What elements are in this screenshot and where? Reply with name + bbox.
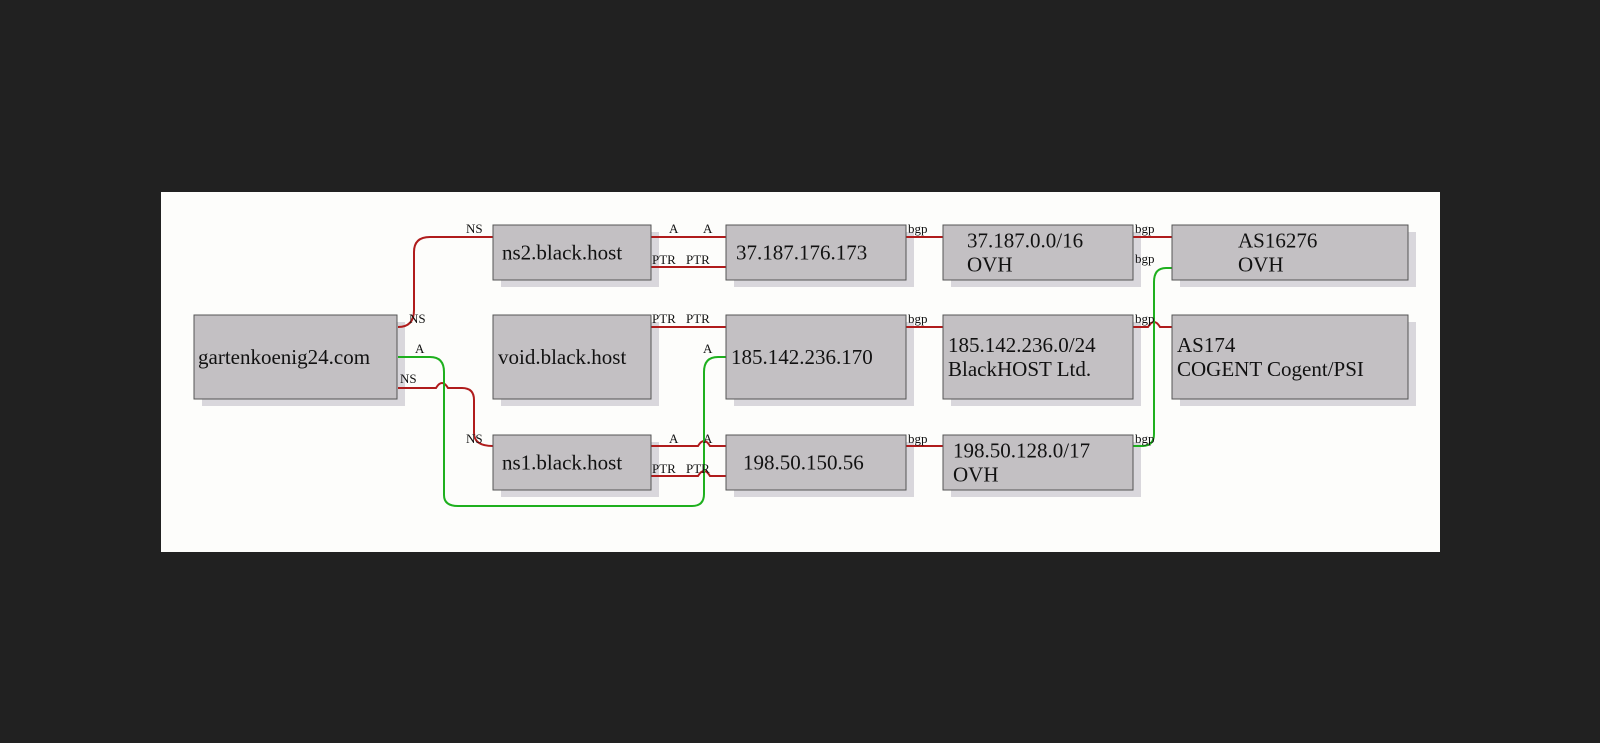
edge-label-a-6: A [703, 221, 713, 236]
node-label-net3-1: OVH [953, 463, 999, 487]
edge-label-ptr-15: PTR [686, 461, 710, 476]
edge-label-ns-2: NS [400, 371, 417, 386]
edge-label-ptr-14: PTR [652, 461, 676, 476]
edge-domain-ns1 [398, 382, 494, 447]
edge-label-bgp-17: bgp [908, 311, 928, 326]
edge-labels: NS NS NS NS A A A PTR PTR PTR PTR A A A PTR PTR bgp bgp bg… [400, 221, 1155, 476]
node-ip3 [725, 434, 907, 491]
node-label-ip3-0: 198.50.150.56 [743, 451, 864, 475]
node-label-net2-0: 185.142.236.0/24 [948, 333, 1096, 357]
edge-label-bgp-19: bgp [1135, 221, 1155, 236]
edge-label-a-13: A [703, 431, 713, 446]
node-ns1 [492, 434, 652, 491]
node-label-as2-1: COGENT Cogent/PSI [1177, 357, 1364, 381]
node-ip2 [725, 314, 907, 400]
edge-label-a-5: A [669, 221, 679, 236]
edge-label-ns-1: NS [409, 311, 426, 326]
node-label-ip2-0: 185.142.236.170 [731, 345, 873, 369]
node-label-ns1-0: ns1.black.host [502, 451, 622, 475]
node-label-net1-1: OVH [967, 253, 1013, 277]
node-domain [193, 314, 398, 400]
edges [397, 236, 1172, 507]
node-label-net3-0: 198.50.128.0/17 [953, 439, 1090, 463]
edge-label-bgp-16: bgp [908, 221, 928, 236]
edge-label-ptr-7: PTR [652, 252, 676, 267]
edge-domain-ns2 [397, 236, 493, 328]
edge-ns1-ip3-a [651, 440, 726, 447]
edge-domain-ip2-a [398, 356, 726, 507]
node-label-ip1-0: 37.187.176.173 [736, 241, 867, 265]
edge-label-a-12: A [669, 431, 679, 446]
node-label-void-0: void.black.host [498, 345, 626, 369]
edge-label-bgp-20: bgp [1135, 251, 1155, 266]
node-label-net1-0: 37.187.0.0/16 [967, 229, 1083, 253]
edge-label-ptr-10: PTR [686, 311, 710, 326]
node-void [492, 314, 652, 400]
node-label-as1-1: OVH [1238, 253, 1284, 277]
node-as1 [1171, 224, 1409, 281]
node-label-ns2-0: ns2.black.host [502, 241, 622, 265]
nodes: gartenkoenig24.com ns2.black.host void.bla… [193, 224, 1409, 491]
edge-label-a-11: A [703, 341, 713, 356]
node-label-domain-0: gartenkoenig24.com [198, 345, 370, 369]
node-label-net2-1: BlackHOST Ltd. [948, 357, 1091, 381]
node-ns2 [492, 224, 652, 281]
node-as2 [1171, 314, 1409, 400]
node-ip1 [725, 224, 907, 281]
edge-label-a-4: A [415, 341, 425, 356]
edge-label-ns-0: NS [466, 221, 483, 236]
node-net3 [942, 434, 1134, 491]
edge-label-ptr-8: PTR [686, 252, 710, 267]
node-net2 [942, 314, 1134, 400]
node-label-as1-0: AS16276 [1238, 229, 1317, 253]
edge-label-bgp-18: bgp [908, 431, 928, 446]
edge-label-ptr-9: PTR [652, 311, 676, 326]
edge-label-bgp-22: bgp [1135, 431, 1155, 446]
node-label-as2-0: AS174 [1177, 333, 1236, 357]
edge-net3-as1 [1133, 267, 1172, 447]
edge-label-bgp-21: bgp [1135, 311, 1155, 326]
node-net1 [942, 224, 1134, 281]
edge-label-ns-3: NS [466, 431, 483, 446]
